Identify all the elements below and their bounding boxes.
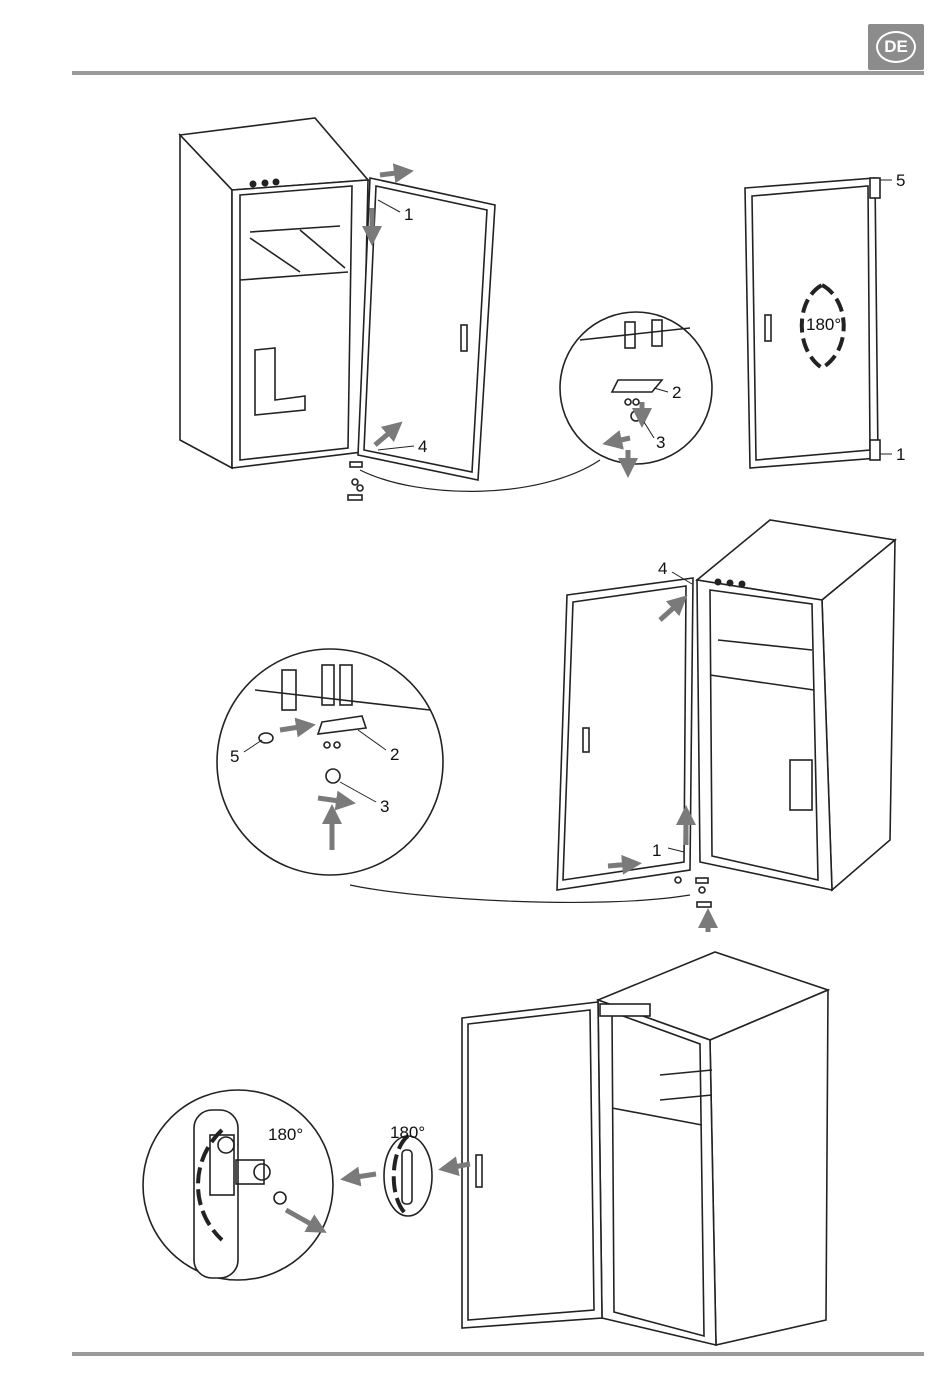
leader-curve-2	[350, 885, 690, 902]
door-handle	[402, 1150, 412, 1204]
fridge-door-1	[358, 178, 495, 480]
label-4: 4	[658, 559, 667, 578]
label-1: 1	[652, 841, 661, 860]
label-5: 5	[230, 747, 239, 766]
fridge-door-2	[557, 578, 693, 890]
fridge-cabinet-2	[697, 520, 895, 890]
label-1b: 1	[896, 445, 905, 464]
label-3: 3	[380, 797, 389, 816]
diagram3-labels: 180° 180°	[268, 1123, 425, 1144]
left-arrow-icon	[350, 1174, 376, 1178]
fridge-door-3	[462, 1002, 602, 1328]
label-5: 5	[896, 171, 905, 190]
leader-curve-1	[360, 460, 600, 491]
fridge-cabinet-3	[598, 952, 828, 1345]
diagram-handle-reversal	[143, 952, 828, 1345]
right-arrow-icon	[380, 172, 404, 175]
label-2: 2	[390, 745, 399, 764]
label-4: 4	[418, 437, 427, 456]
hinge-parts-2	[675, 877, 711, 907]
label-1: 1	[404, 205, 413, 224]
diagram-door-mounting	[217, 520, 895, 932]
diagram-door-removal	[180, 118, 892, 500]
label-2: 2	[672, 383, 681, 402]
right-arrow-icon	[608, 864, 632, 866]
rotation-label-handle: 180°	[390, 1123, 425, 1142]
rotation-label: 180°	[806, 315, 841, 334]
rotation-label-detail: 180°	[268, 1125, 303, 1144]
hinge-parts-1	[348, 462, 363, 500]
fridge-cabinet-1	[180, 118, 368, 468]
label-3: 3	[656, 433, 665, 452]
